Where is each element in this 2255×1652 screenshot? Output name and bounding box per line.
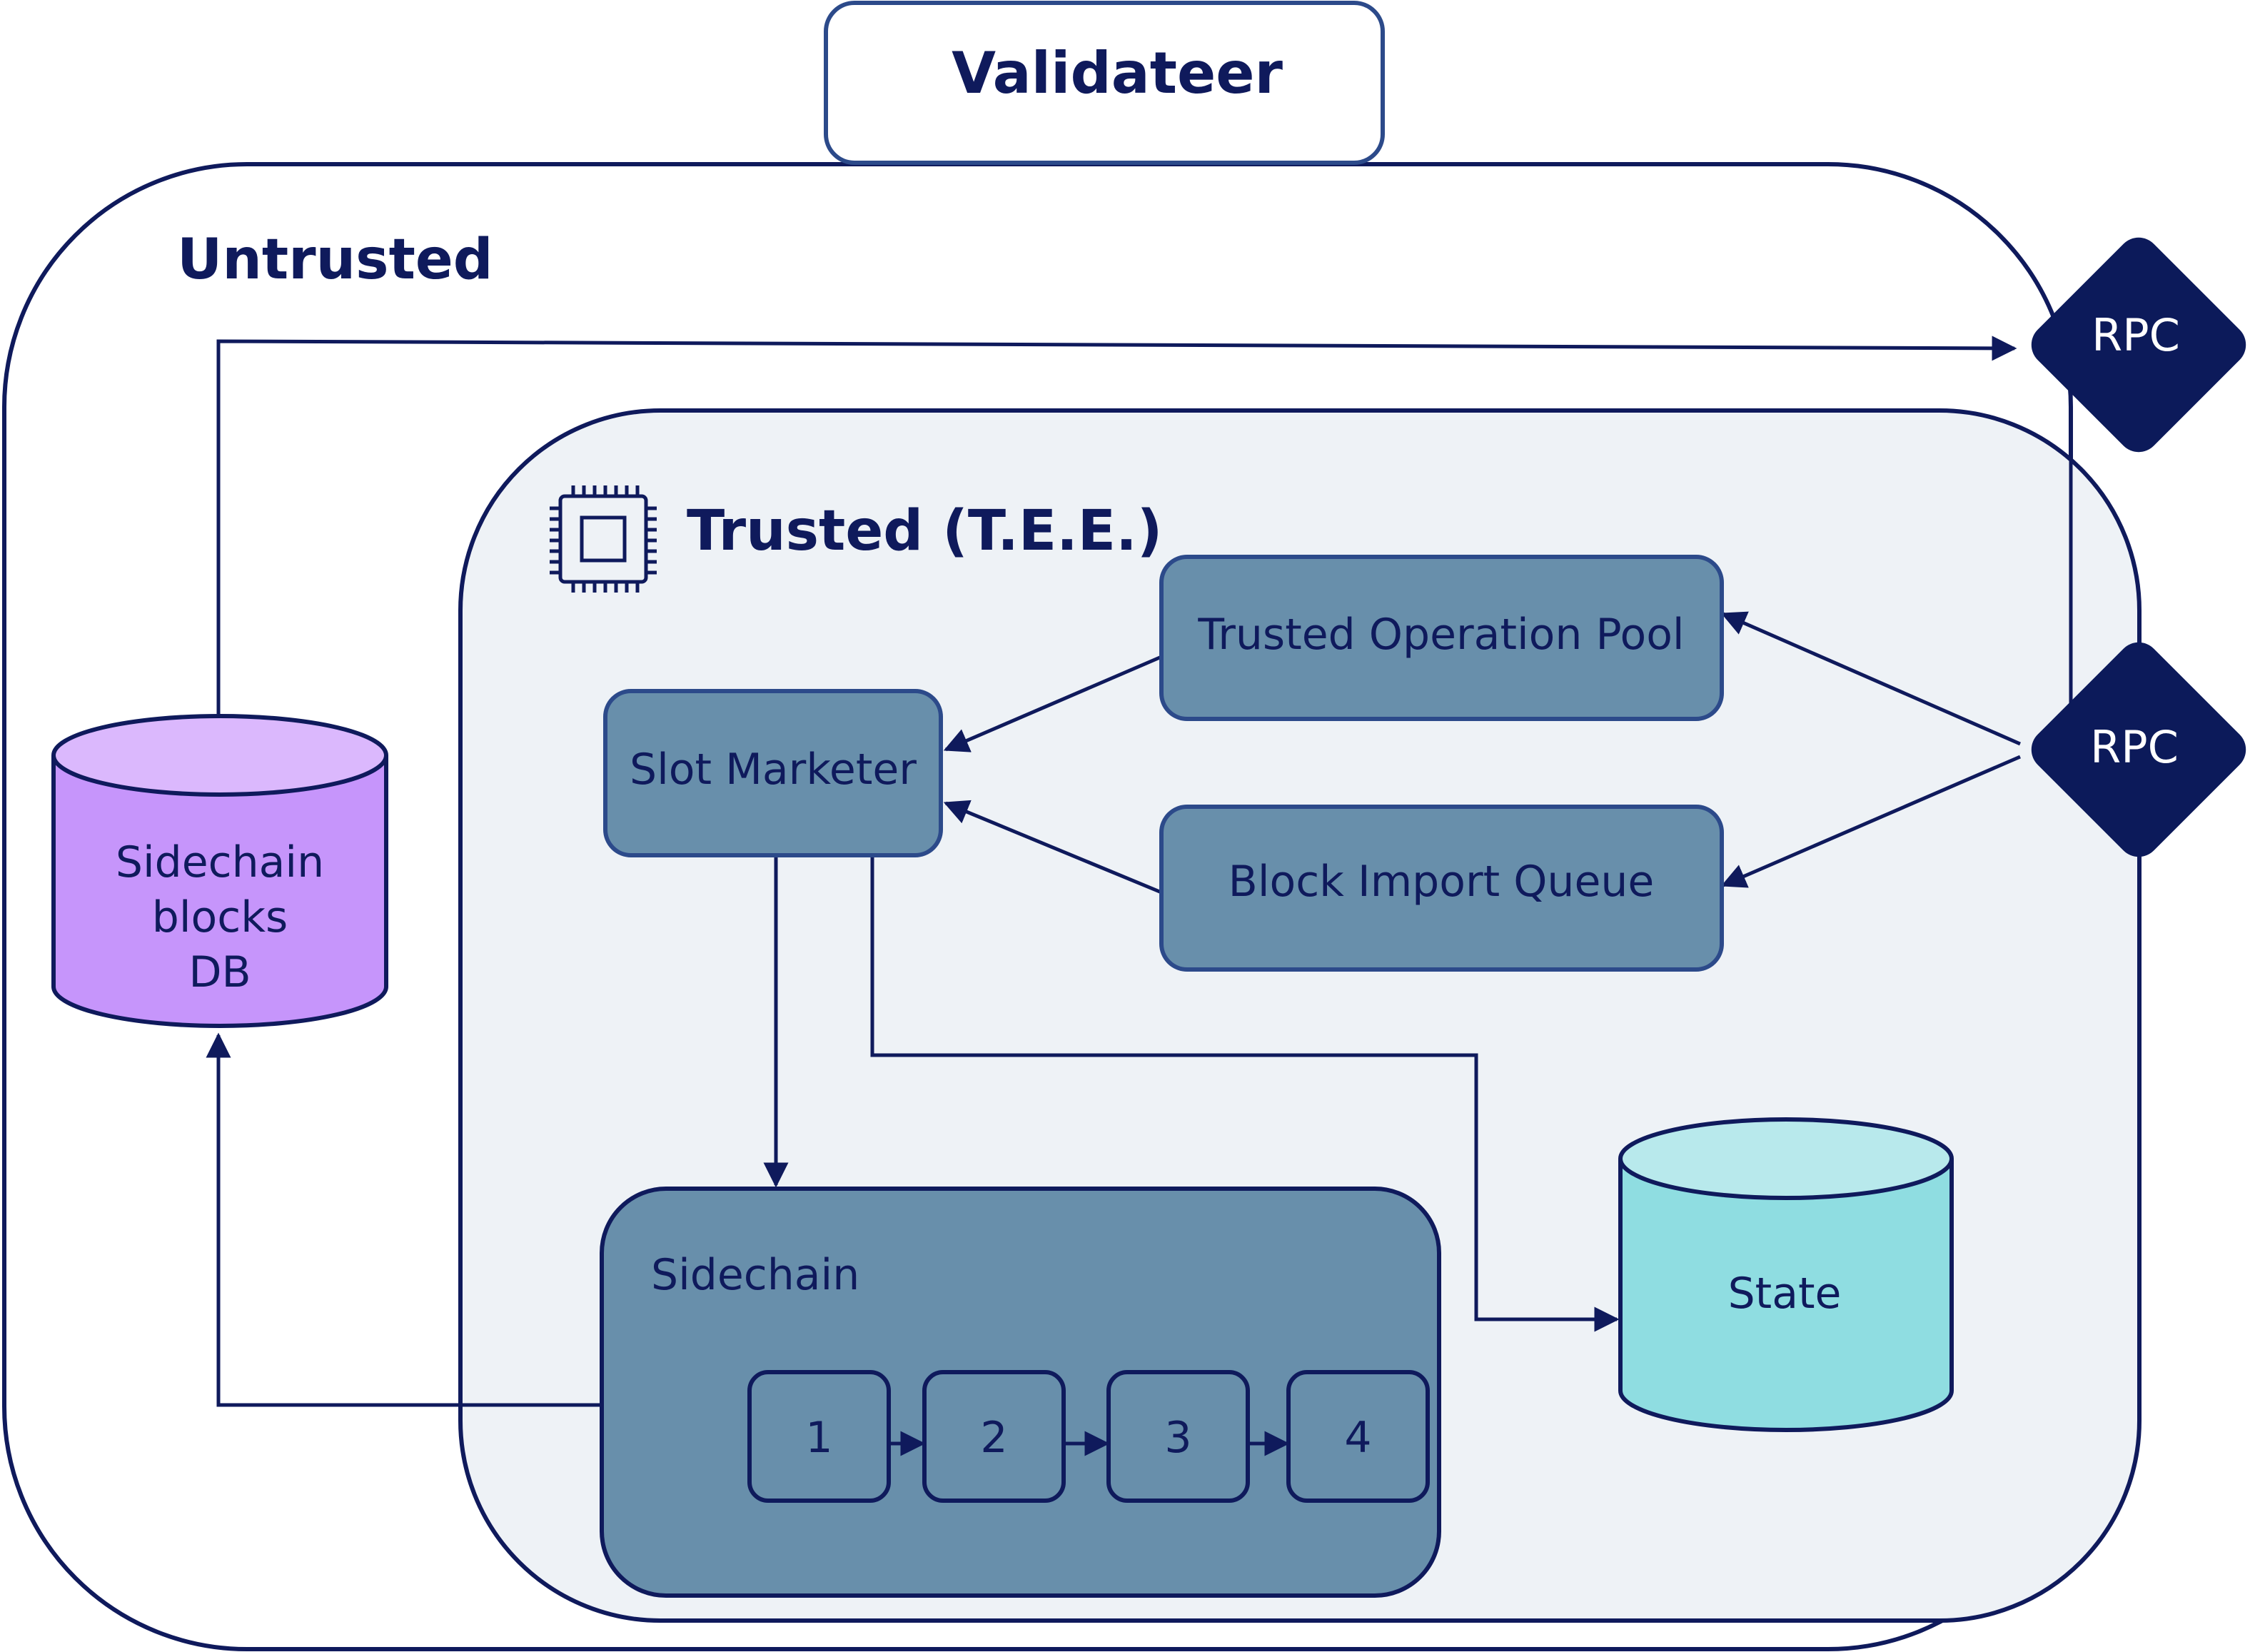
block-import-queue-box (1159, 805, 1724, 972)
pool-to-slot-arrow (943, 655, 1162, 752)
untrusted-label: Untrusted (177, 228, 493, 292)
rpc-to-queue-arrow (1720, 755, 2021, 888)
sidechain-block-2 (922, 1370, 1066, 1503)
rpc-to-pool-arrow (1720, 611, 2022, 746)
state-label: State (1728, 1269, 1842, 1319)
sidechain-block-label: 3 (1164, 1413, 1191, 1463)
sidechain-label: Sidechain (651, 1250, 859, 1300)
title-box (824, 1, 1385, 165)
slot-marketer-label: Slot Marketer (630, 745, 917, 795)
db-label-line2: blocks (152, 892, 288, 942)
sidechain-block-label: 2 (980, 1413, 1007, 1463)
sidechain-to-db-arrow (206, 1032, 602, 1407)
sidechain-block-label: 1 (805, 1413, 832, 1463)
sidechain-block-label: 4 (1344, 1413, 1371, 1463)
sidechain-block-4 (1286, 1370, 1430, 1503)
rpc-top: RPC (2031, 237, 2246, 453)
db-to-top-rpc-arrow (216, 336, 2017, 714)
sidechain-block-3 (1106, 1370, 1250, 1503)
slot-to-state-arrow (870, 853, 1620, 1332)
db-label-line1: Sidechain (116, 837, 324, 887)
trusted-operation-pool-box (1159, 555, 1724, 721)
block-import-queue-label: Block Import Queue (1229, 857, 1655, 907)
rpc-top-label: RPC (2092, 309, 2180, 361)
sidechain-block-1 (747, 1370, 891, 1503)
trusted-label: Trusted (T.E.E.) (687, 499, 1162, 563)
sidechain-blocks-db: Sidechain blocks DB (51, 714, 388, 1028)
page-title: Validateer (952, 40, 1283, 106)
trusted-operation-pool-label: Trusted Operation Pool (1197, 610, 1684, 660)
slot-marketer-box (603, 689, 943, 857)
sidechain-blocks: 1 2 3 4 (747, 1370, 1430, 1503)
connectors (206, 336, 2073, 1407)
queue-to-slot-arrow (943, 800, 1162, 895)
rpc-middle: RPC (2031, 642, 2246, 857)
rpc-middle-label: RPC (2090, 721, 2179, 773)
state-db: State (1618, 1117, 1954, 1432)
db-label-line3: DB (188, 947, 251, 997)
cpu-chip-icon (550, 485, 657, 593)
